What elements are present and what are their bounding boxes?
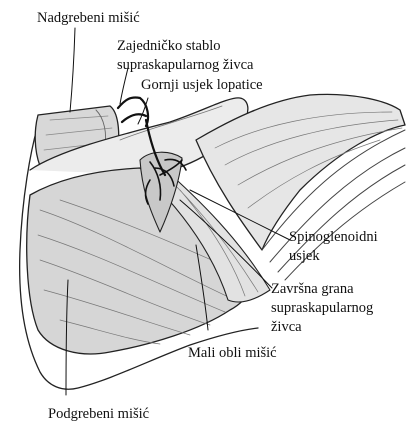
label-spinoglenoidni-2: usjek: [289, 248, 320, 265]
label-zajednicko-1: Zajedničko stablo: [117, 38, 220, 55]
label-mali-obli: Mali obli mišić: [188, 345, 277, 362]
label-zavrsna-2: supraskapularnog: [271, 300, 373, 317]
label-zavrsna-3: živca: [271, 319, 302, 336]
label-podgrebeni: Podgrebeni mišić: [48, 406, 149, 423]
callout-nadgrebeni: [70, 28, 75, 112]
label-nadgrebeni: Nadgrebeni mišić: [37, 10, 140, 27]
label-gornji-usjek: Gornji usjek lopatice: [141, 77, 263, 94]
label-zajednicko-2: supraskapularnog živca: [117, 57, 254, 74]
label-spinoglenoidni-1: Spinoglenoidni: [289, 229, 378, 246]
label-zavrsna-1: Završna grana: [271, 281, 354, 298]
